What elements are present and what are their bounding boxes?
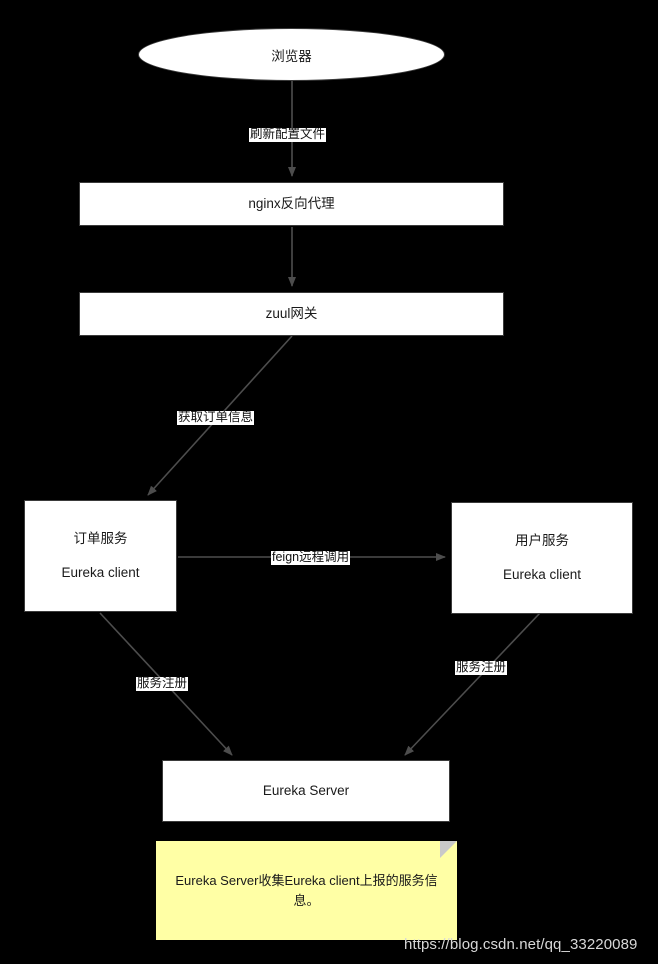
node-eureka-server[interactable]: Eureka Server — [162, 760, 450, 822]
edge-label-refresh-config: 刷新配置文件 — [249, 127, 327, 142]
note-text: Eureka Server收集Eureka client上报的服务信息。 — [175, 873, 438, 908]
node-nginx[interactable]: nginx反向代理 — [79, 182, 504, 226]
edge-label-service-register-order: 服务注册 — [136, 676, 189, 691]
node-order-service-subtitle: Eureka client — [61, 565, 140, 580]
node-browser[interactable]: 浏览器 — [138, 28, 445, 81]
node-zuul[interactable]: zuul网关 — [79, 292, 504, 336]
node-eureka-server-label: Eureka Server — [262, 783, 350, 799]
node-order-service-title: 订单服务 — [73, 531, 128, 547]
node-zuul-label: zuul网关 — [265, 306, 318, 322]
note-fold-corner-icon — [440, 841, 457, 858]
edge-label-service-register-user: 服务注册 — [455, 660, 508, 675]
edge-label-feign-remote-call: feign远程调用 — [271, 550, 351, 565]
node-user-service[interactable]: 用户服务 Eureka client — [451, 502, 633, 614]
note-eureka-server[interactable]: Eureka Server收集Eureka client上报的服务信息。 — [156, 841, 457, 940]
node-browser-label: 浏览器 — [271, 48, 312, 64]
node-nginx-label: nginx反向代理 — [248, 196, 335, 212]
node-order-service[interactable]: 订单服务 Eureka client — [24, 500, 177, 612]
edge-user-to-eureka-server — [404, 612, 541, 756]
node-user-service-subtitle: Eureka client — [502, 567, 582, 582]
watermark: https://blog.csdn.net/qq_33220089 — [404, 936, 638, 953]
node-user-service-title: 用户服务 — [515, 533, 569, 549]
edge-label-get-order-info: 获取订单信息 — [177, 410, 255, 425]
